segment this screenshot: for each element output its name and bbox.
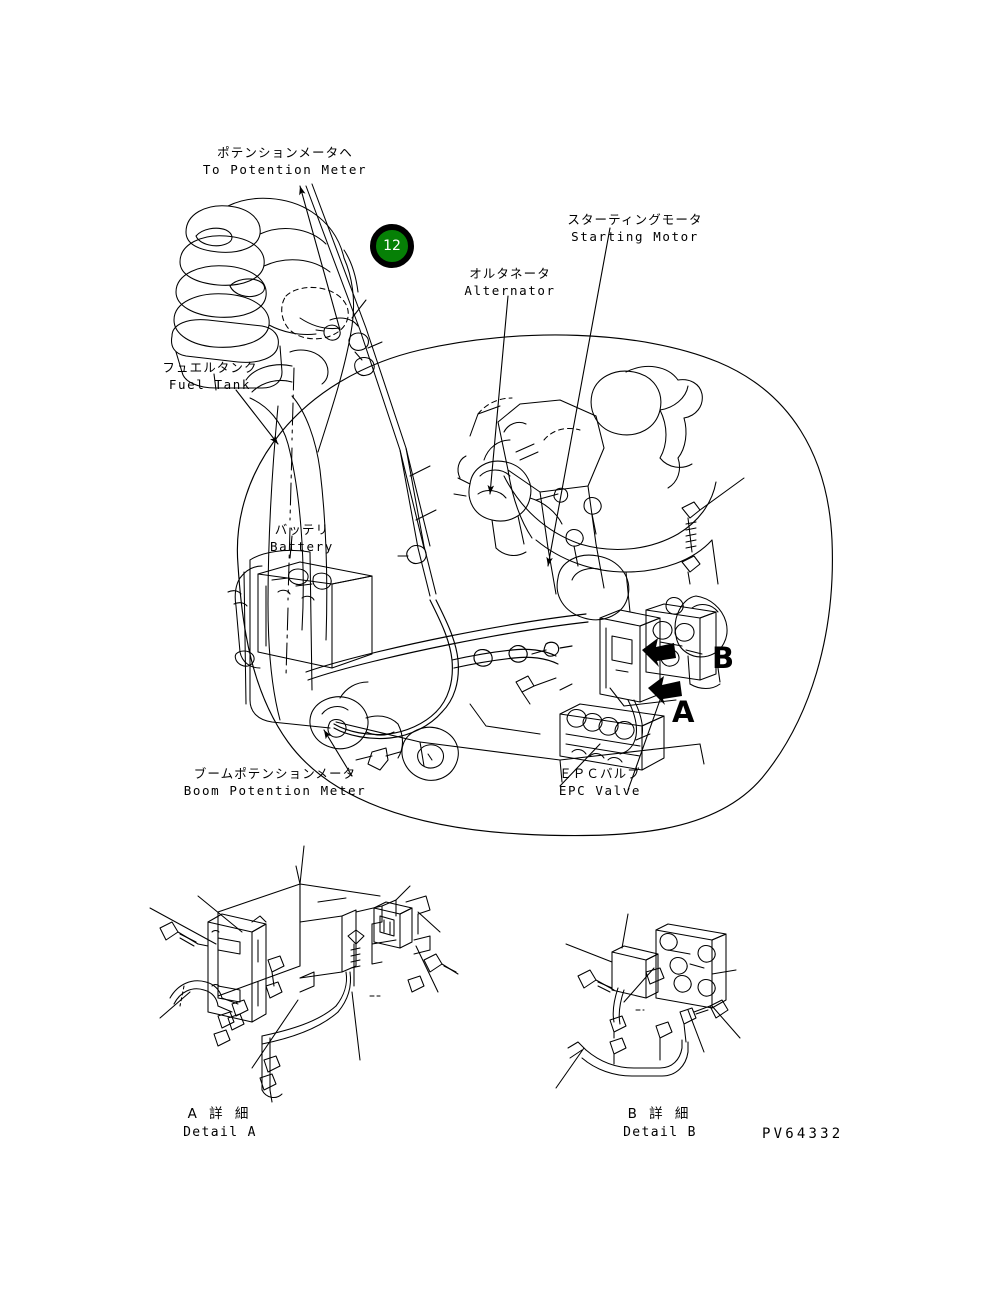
section-mark-b-label: B [712,641,735,675]
section-mark-a: A [672,698,694,727]
engine-assembly [453,365,719,621]
assembly-outline-oval [236,334,833,837]
epc-valve-manifold [559,703,665,771]
section-arrow-a-icon [648,676,682,705]
figure-number-badge: 12 [370,224,414,268]
section-mark-b: B [712,644,734,673]
battery-box [227,561,373,669]
detail-b-view [555,913,741,1089]
machine-frame [335,595,728,783]
figure-number-text: 12 [383,238,401,254]
section-mark-a-label: A [672,695,695,729]
drawing-number-text: PV64332 [762,1126,844,1142]
misc-fasteners [515,675,573,705]
drawing-number: PV64332 [762,1126,843,1142]
boom-potentiometer [309,681,459,781]
mounting-bolts-engine [681,477,745,585]
section-arrow-b-icon [642,638,676,667]
fuel-tank-body [243,367,331,729]
controller-box-main [599,597,717,755]
potentiometer-rod-assembly [305,183,437,597]
detail-a-view [149,845,459,1103]
leader-lines [235,185,661,791]
main-wiring-harness [305,599,589,740]
